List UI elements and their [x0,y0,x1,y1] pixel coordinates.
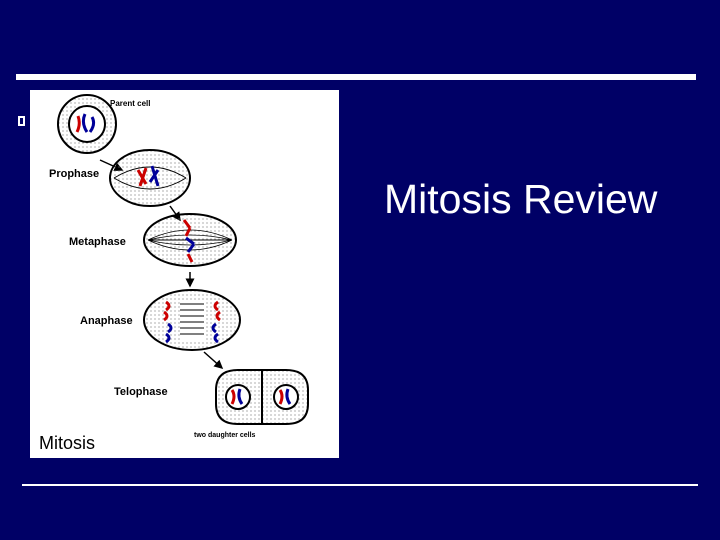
prophase-cell [110,150,190,206]
metaphase-label: Metaphase [69,236,126,248]
bottom-divider-line [22,484,698,486]
telophase-cells [216,370,308,424]
prophase-label: Prophase [49,168,99,180]
anaphase-label: Anaphase [80,315,133,327]
top-divider-line [16,74,696,80]
metaphase-cell [144,214,236,266]
telophase-label: Telophase [114,386,168,398]
parent-cell [58,95,116,153]
daughter-cells-label: two daughter cells [194,432,255,439]
parent-cell-label: Parent cell [110,99,150,108]
bullet-icon [18,116,25,126]
mitosis-diagram: Parent cell Prophase Metaphase Anaphase … [30,90,339,458]
mitosis-diagram-art [30,90,339,458]
anaphase-cell [144,290,240,350]
figure-caption: Mitosis [39,433,95,454]
slide-title: Mitosis Review [384,176,657,223]
